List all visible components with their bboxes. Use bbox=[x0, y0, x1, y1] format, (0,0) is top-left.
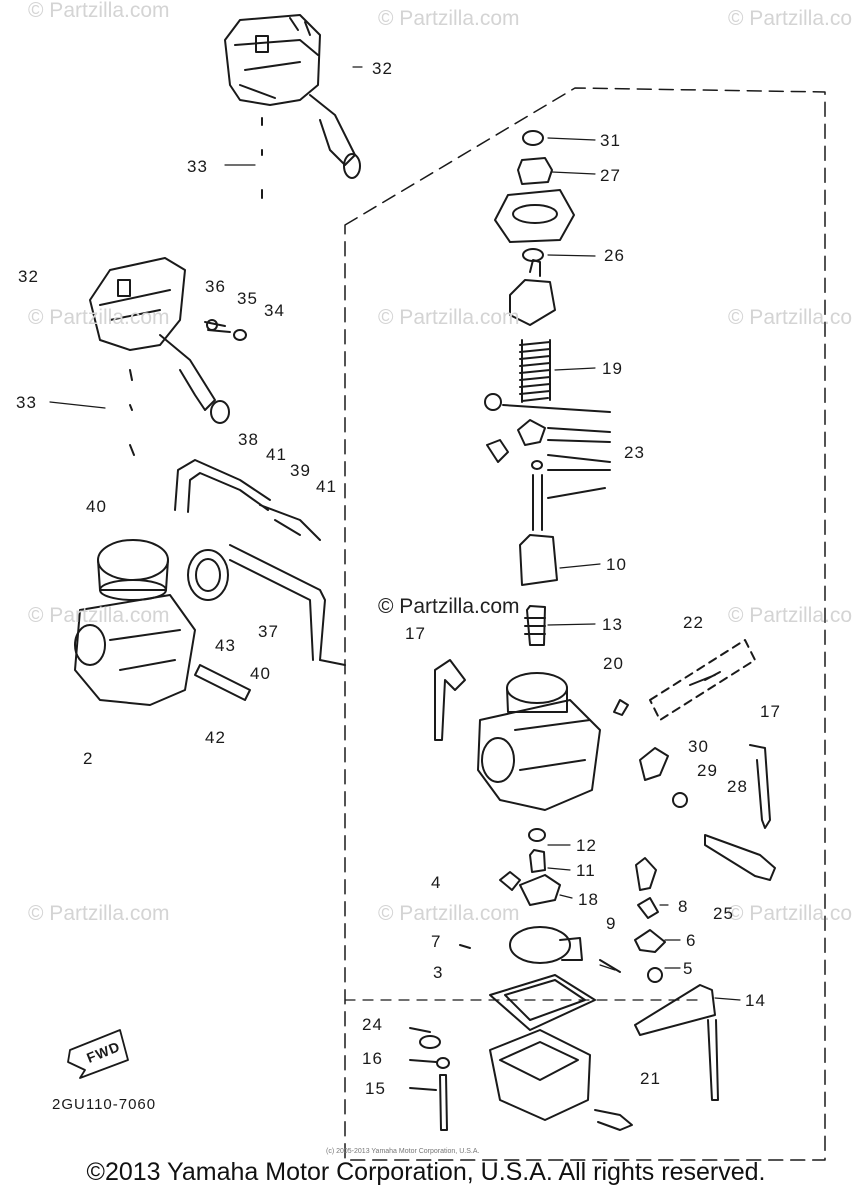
callout-10: 10 bbox=[606, 555, 627, 574]
callout-24: 24 bbox=[362, 1015, 383, 1034]
callout-14: 14 bbox=[745, 991, 766, 1010]
callout-17: 17 bbox=[405, 624, 426, 643]
watermark-text: © Partzilla.com bbox=[728, 902, 852, 925]
callout-42: 42 bbox=[205, 728, 226, 747]
callout-7: 7 bbox=[431, 932, 442, 951]
center-watermark: © Partzilla.com bbox=[378, 595, 520, 618]
float-bowl-parts-drawing bbox=[409, 828, 719, 1131]
watermark-text: © Partzilla.com bbox=[378, 7, 520, 30]
callout-6: 6 bbox=[686, 931, 697, 950]
callout-29: 29 bbox=[697, 761, 718, 780]
fwd-arrow-icon bbox=[67, 1029, 129, 1079]
callout-23: 23 bbox=[624, 443, 645, 462]
callout-16: 16 bbox=[362, 1049, 383, 1068]
callout-32: 32 bbox=[372, 59, 393, 78]
callout-12: 12 bbox=[576, 836, 597, 855]
callout-33: 33 bbox=[187, 157, 208, 176]
starter-plunger-top-drawing bbox=[224, 14, 361, 199]
callout-36: 36 bbox=[205, 277, 226, 296]
callout-leader-lines bbox=[49, 66, 741, 1001]
callout-41: 41 bbox=[266, 445, 287, 464]
callout-19: 19 bbox=[602, 359, 623, 378]
callout-3: 3 bbox=[433, 963, 444, 982]
callout-5: 5 bbox=[683, 959, 694, 978]
callout-35: 35 bbox=[237, 289, 258, 308]
callout-8: 8 bbox=[678, 897, 689, 916]
callout-28: 28 bbox=[727, 777, 748, 796]
carburetor-left-drawing bbox=[74, 539, 251, 706]
callout-40: 40 bbox=[250, 664, 271, 683]
callout-11: 11 bbox=[576, 861, 596, 880]
callout-27: 27 bbox=[600, 166, 621, 185]
callout-4: 4 bbox=[431, 873, 442, 892]
callout-43: 43 bbox=[215, 636, 236, 655]
callout-9: 9 bbox=[606, 914, 617, 933]
watermark-text: © Partzilla.com bbox=[728, 7, 852, 30]
watermark-text: © Partzilla.com bbox=[378, 306, 520, 329]
callout-22: 22 bbox=[683, 613, 704, 632]
callout-34: 34 bbox=[264, 301, 285, 320]
callout-37: 37 bbox=[258, 622, 279, 641]
callout-13: 13 bbox=[602, 615, 623, 634]
callout-31: 31 bbox=[600, 131, 621, 150]
watermark-text: © Partzilla.com bbox=[28, 902, 170, 925]
watermark-text: © Partzilla.com bbox=[28, 604, 170, 627]
callout-20: 20 bbox=[603, 654, 624, 673]
callout-26: 26 bbox=[604, 246, 625, 265]
right-column-parts-drawing bbox=[484, 130, 611, 646]
callout-18: 18 bbox=[578, 890, 599, 909]
watermark-text: © Partzilla.com bbox=[378, 902, 520, 925]
small-copyright: (c) 2005-2013 Yamaha Motor Corporation, … bbox=[326, 1148, 480, 1155]
starter-plunger-left-drawing bbox=[89, 257, 247, 456]
callout-41: 41 bbox=[316, 477, 337, 496]
callout-15: 15 bbox=[365, 1079, 386, 1098]
callout-32: 32 bbox=[18, 267, 39, 286]
diagram-code: 2GU110-7060 bbox=[52, 1096, 157, 1113]
callout-2: 2 bbox=[83, 749, 94, 768]
callout-39: 39 bbox=[290, 461, 311, 480]
callout-30: 30 bbox=[688, 737, 709, 756]
callout-25: 25 bbox=[713, 904, 734, 923]
carburetor-right-drawing bbox=[434, 639, 776, 881]
assembly-boundary-line bbox=[344, 87, 826, 1161]
callout-40: 40 bbox=[86, 497, 107, 516]
footer-copyright: ©2013 Yamaha Motor Corporation, U.S.A. A… bbox=[86, 1158, 766, 1186]
watermark-text: © Partzilla.com bbox=[728, 604, 852, 627]
callout-38: 38 bbox=[238, 430, 259, 449]
watermark-text: © Partzilla.com bbox=[728, 306, 852, 329]
callout-33: 33 bbox=[16, 393, 37, 412]
hose-assembly-drawing bbox=[174, 459, 346, 666]
watermark-text: © Partzilla.com bbox=[28, 0, 170, 22]
callout-17: 17 bbox=[760, 702, 781, 721]
callout-21: 21 bbox=[640, 1069, 661, 1088]
watermark-text: © Partzilla.com bbox=[28, 306, 170, 329]
